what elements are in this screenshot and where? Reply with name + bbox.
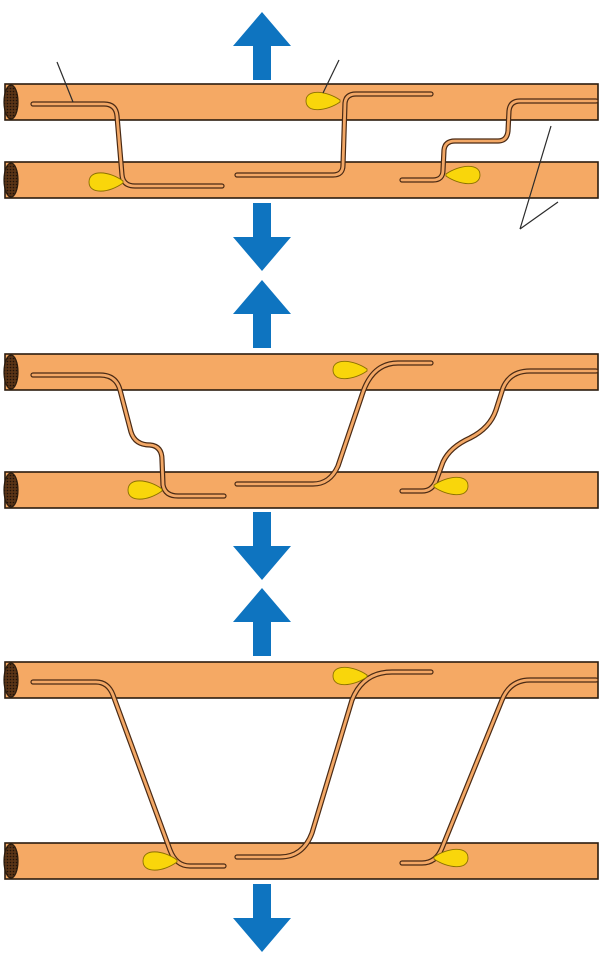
arrow-down-icon <box>233 203 291 271</box>
filament-core <box>31 102 224 188</box>
filament-core <box>400 369 598 493</box>
nucleus <box>127 480 163 500</box>
filament-core <box>235 92 433 177</box>
nucleus <box>332 666 368 686</box>
nucleus <box>433 476 469 496</box>
axon-cut-end <box>3 162 19 198</box>
nucleus <box>88 172 124 192</box>
nucleus <box>433 848 469 868</box>
axon-fiber-body <box>4 471 599 509</box>
filament-core <box>400 678 598 865</box>
axon-cut-end <box>3 472 19 508</box>
axon-fiber-body <box>4 353 599 391</box>
arrow-down-icon <box>233 884 291 952</box>
arrow-down-icon <box>233 512 291 580</box>
nerve-filament <box>399 677 599 866</box>
axon-fiber <box>3 471 599 509</box>
axon-cut-end <box>3 662 19 698</box>
label-leader-line <box>322 59 340 94</box>
filament-core <box>235 361 433 486</box>
nucleus <box>142 851 178 871</box>
axon-fiber <box>3 353 599 391</box>
nerve-filament <box>234 669 434 860</box>
nerve-filament <box>234 91 434 178</box>
nerve-filament <box>30 679 227 869</box>
label-leader-line <box>56 61 74 103</box>
filament-core <box>235 670 433 859</box>
arrow-up-icon <box>233 12 291 80</box>
nerve-filament <box>30 372 227 499</box>
label-leader-line <box>519 125 552 230</box>
nucleus <box>305 91 341 111</box>
nerve-filament <box>399 98 599 183</box>
axon-cut-end <box>3 354 19 390</box>
axon-cut-end <box>3 84 19 120</box>
filament-core <box>400 99 598 182</box>
nucleus <box>332 360 368 380</box>
filament-core <box>31 680 226 868</box>
nerve-filament <box>399 368 599 494</box>
nerve-filament <box>234 360 434 487</box>
nerve-filament <box>30 101 225 189</box>
filament-outline <box>30 679 227 869</box>
arrow-up-icon <box>233 588 291 656</box>
arrow-up-icon <box>233 280 291 348</box>
nucleus <box>445 165 481 185</box>
axon-cut-end <box>3 843 19 879</box>
filament-core <box>31 373 226 498</box>
label-leader-line <box>519 201 559 230</box>
